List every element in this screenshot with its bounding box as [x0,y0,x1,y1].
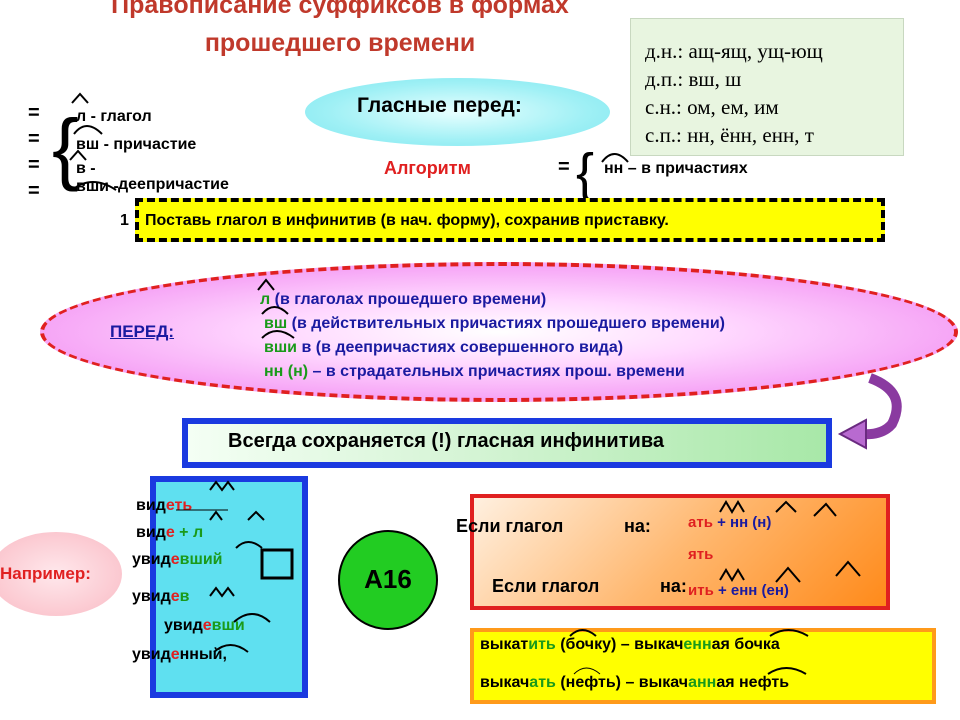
list-item: виде + л [136,524,204,541]
suffix-arc [719,568,745,582]
suffix: л [76,108,87,125]
suffix-arc [69,149,87,161]
before-oval [40,262,958,402]
before-line: вш (в действительных причастиях прошедше… [264,315,726,332]
examples-list: видеть виде + л увидевший увидев увидевш… [132,492,245,668]
a16-circle: А16 [338,530,438,630]
equals-sign: = [28,180,40,202]
suffix-arc [573,667,601,675]
rule-on-2: на: [660,576,687,596]
suffix-arc [73,125,103,135]
suffix-arc [261,330,295,339]
vowels-before-oval: Гласные перед: [305,78,610,146]
suffix-arc [775,566,801,583]
suffix-arc [247,510,265,521]
rule-at-line: ать + нн (н) [688,514,772,531]
suffix: вш [264,315,288,332]
algorithm-nn-arc [601,153,629,163]
bottom-line-2: выкачать (нефть) – выкачанная нефть [480,674,790,691]
step1-number: 1 [120,212,129,229]
suffix-marks [69,92,117,191]
always-box: Всегда сохраняется (!) гласная инфинитив… [182,418,832,468]
rule-if-2: Если глагол [492,576,600,596]
suffix-arc [261,306,289,315]
legend-line-2: д.п.: вш, ш [645,67,742,91]
list-item: л - глагол [76,108,152,125]
always-text: Всегда сохраняется (!) гласная инфинитив… [228,430,664,452]
examples-box [150,476,308,698]
equals-sign: = [28,102,40,124]
suffix-arc [209,586,235,598]
left-brace: { [52,103,79,192]
before-line: вши в (в деепричастиях совершенного вида… [264,339,624,356]
before-line: нн (н) – в страдательных причастиях прош… [264,363,685,380]
suffix: нн (н) [264,363,309,380]
vowels-before-text: Гласные перед: [357,94,522,117]
example-label: Например: [0,564,91,583]
bottom-box [470,628,936,704]
list-item: увидев [132,588,190,605]
suffix-arc [569,629,597,637]
suffix-arc [767,667,807,675]
list-item: увидевший [132,551,223,568]
example-marks [176,480,294,653]
suffix-arc [813,502,837,517]
algorithm-label: Алгоритм [384,158,471,178]
suffix: нн [604,160,624,177]
suffix-arc [835,560,861,577]
before-lines: л (в глаголах прошедшего времени) вш (в … [260,288,725,384]
page-title: Правописание суффиксов в формах прошедше… [0,0,680,58]
legend-line-1: д.н.: ащ-ящ, ущ-ющ [645,39,823,63]
suffix-arc [719,500,745,514]
rule-marks [719,500,861,583]
legend-box: д.н.: ащ-ящ, ущ-ющ д.п.: вш, ш с.н.: ом,… [630,18,904,156]
suffix: л [260,291,271,308]
suffix-arc [209,480,235,492]
suffix-arc [257,278,275,291]
suffix-arc [209,510,223,521]
rule-if-1: Если глагол [456,516,564,536]
suffix-arc [769,629,809,637]
before-suffix-arcs [257,278,295,339]
suffix-arc [233,613,271,623]
list-item: вш - причастие [76,136,197,153]
suffix-arc [213,644,249,653]
before-label: ПЕРЕД: [110,322,175,341]
rule-box [470,494,890,610]
suffix: в [76,160,86,177]
a16-label: А16 [364,564,412,594]
left-list: л - глагол вш - причастие в - вши - [76,104,196,200]
title-line-2: прошедшего времени [204,29,476,57]
suffix-arc [71,92,89,104]
left-equals-column: = = = = [28,102,48,206]
equals-sign: = [28,128,40,150]
bottom-marks [569,629,809,675]
rule-on-1: на: [624,516,651,536]
gerund-label: деепричастие [118,176,229,193]
suffix-arc [71,181,117,191]
rule-it-line: ить + енн (ен) [688,582,789,599]
suffix: вш [76,136,100,153]
example-oval: Например: [0,532,122,616]
list-item: в - [76,160,96,177]
square-mark [260,548,294,580]
rule-yat: ять [688,546,714,563]
legend-line-3: с.н.: ом, ем, им [645,95,779,119]
equals-sign: = [28,154,40,176]
algorithm-equals: = [558,156,570,178]
bottom-line-1: выкатить (бочку) – выкаченная бочка [480,636,780,653]
suffix-arc [235,541,263,549]
legend-line-4: с.п.: нн, ённ, енн, т [645,123,814,147]
curved-arrow-icon [837,373,902,450]
title-line-1: Правописание суффиксов в формах [111,0,569,19]
step1-box: Поставь глагол в инфинитив (в нач. форму… [135,198,885,242]
algorithm-nn-line: нн – в причастиях [604,160,748,177]
step1-text: Поставь глагол в инфинитив (в нач. форму… [145,212,669,229]
suffix-arc [775,500,797,513]
suffix: вши [264,339,298,356]
before-line: л (в глаголах прошедшего времени) [260,291,547,308]
algorithm-brace: { [576,143,595,203]
